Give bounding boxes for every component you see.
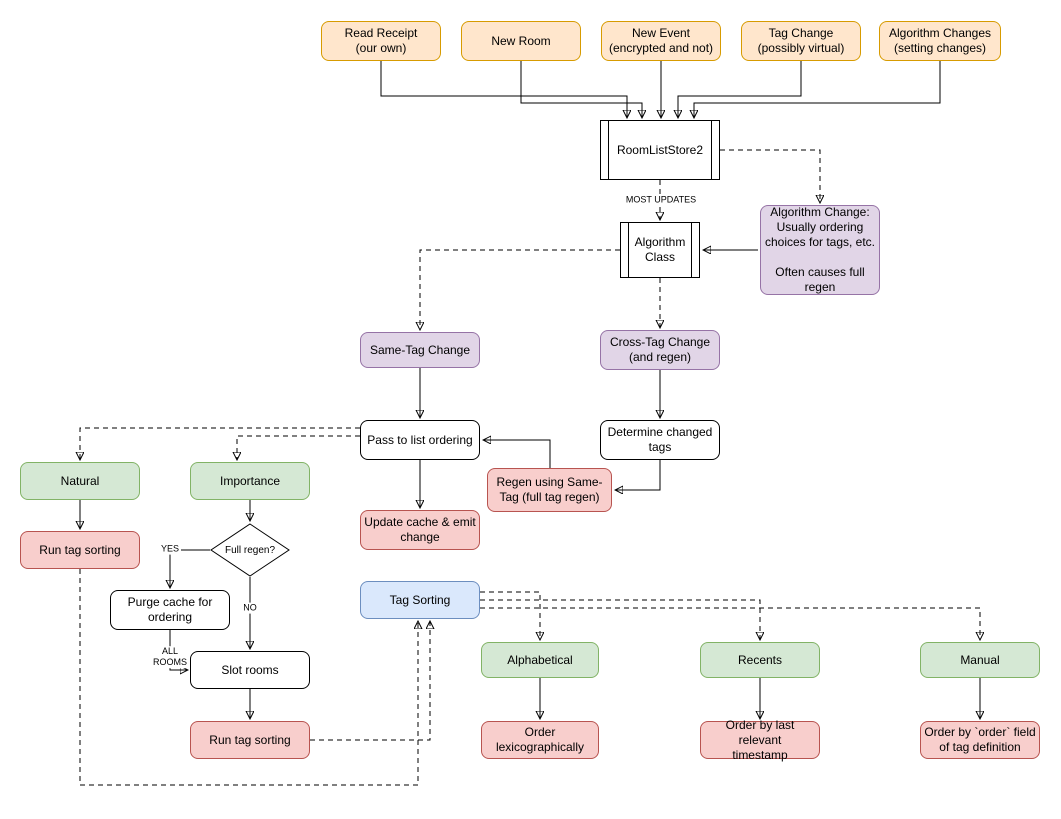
edge-pass-to-importance xyxy=(237,435,360,459)
node-slot-rooms: Slot rooms xyxy=(190,651,310,689)
edge-tag-change-to-store xyxy=(678,61,802,117)
edge-run-tag-sorting-importance-to-tag-sorting xyxy=(310,622,430,741)
node-determine-changed-tags: Determine changed tags xyxy=(600,420,720,460)
edge-tag-sorting-to-alphabetical xyxy=(480,591,540,639)
edge-pass-to-natural xyxy=(80,427,360,459)
edge-store-to-note xyxy=(720,149,820,202)
edge-algorithm-changes-to-store xyxy=(694,61,941,117)
edge-label-yes: YES xyxy=(158,543,182,555)
node-importance: Importance xyxy=(190,462,310,500)
node-new-event: New Event (encrypted and not) xyxy=(601,21,721,61)
node-purge-cache: Purge cache for ordering xyxy=(110,590,230,630)
node-natural: Natural xyxy=(20,462,140,500)
edge-new-room-to-store xyxy=(520,61,642,117)
node-order-by-order-field: Order by `order` field of tag definition xyxy=(920,721,1040,759)
edge-label-no: NO xyxy=(241,602,259,614)
node-algorithm-class: Algorithm Class xyxy=(620,222,700,278)
node-algorithm-changes: Algorithm Changes (setting changes) xyxy=(879,21,1001,61)
edge-algorithm-class-to-same-tag xyxy=(420,249,620,329)
node-new-room: New Room xyxy=(461,21,581,61)
node-pass-to-list-ordering: Pass to list ordering xyxy=(360,420,480,460)
node-recents: Recents xyxy=(700,642,820,678)
edge-tag-sorting-to-recents xyxy=(480,599,760,639)
node-full-regen-decision: Full regen? xyxy=(210,523,290,577)
node-order-by-timestamp: Order by last relevant timestamp xyxy=(700,718,820,762)
node-cross-tag-change: Cross-Tag Change (and regen) xyxy=(600,330,720,370)
node-tag-change: Tag Change (possibly virtual) xyxy=(741,21,861,61)
edge-read-receipt-to-store xyxy=(380,61,627,117)
node-update-cache: Update cache & emit change xyxy=(360,510,480,550)
edge-purge-to-slot xyxy=(169,630,187,670)
node-order-lexicographically: Order lexicographically xyxy=(481,721,599,759)
node-regen-same-tag: Regen using Same- Tag (full tag regen) xyxy=(487,468,612,512)
edge-regen-to-pass xyxy=(484,440,551,468)
edge-tag-sorting-to-manual xyxy=(480,607,980,639)
node-manual: Manual xyxy=(920,642,1040,678)
edge-label-most-updates: MOST UPDATES xyxy=(623,194,699,206)
node-run-tag-sorting-importance: Run tag sorting xyxy=(190,721,310,759)
node-algorithm-change-note: Algorithm Change: Usually ordering choic… xyxy=(760,205,880,295)
edge-determine-to-regen xyxy=(616,460,661,490)
node-room-list-store: RoomListStore2 xyxy=(600,120,720,180)
node-alphabetical: Alphabetical xyxy=(481,642,599,678)
node-read-receipt: Read Receipt (our own) xyxy=(321,21,441,61)
edge-label-all-rooms: ALL ROOMS xyxy=(150,646,190,668)
edge-run-tag-sorting-natural-to-tag-sorting xyxy=(79,569,418,786)
node-run-tag-sorting-natural: Run tag sorting xyxy=(20,531,140,569)
node-same-tag-change: Same-Tag Change xyxy=(360,332,480,368)
node-full-regen-decision-label: Full regen? xyxy=(224,544,276,556)
diamond-shape xyxy=(210,523,290,577)
node-tag-sorting: Tag Sorting xyxy=(360,581,480,619)
edge-full-regen-yes-to-purge xyxy=(170,549,210,587)
